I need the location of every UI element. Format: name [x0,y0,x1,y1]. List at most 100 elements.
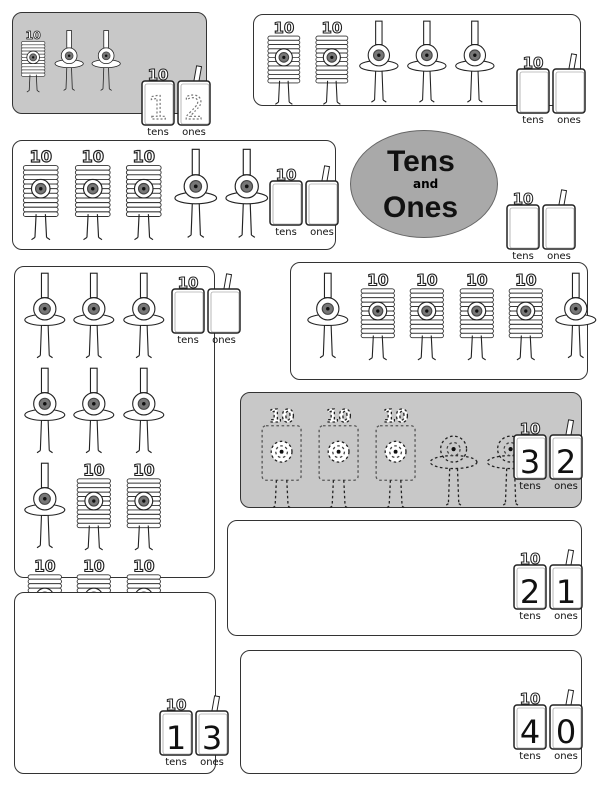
figure-group: 10 10 10 [255,405,537,511]
svg-text:10: 10 [520,550,541,568]
ten-character-icon: 10 [126,461,161,551]
svg-text:1: 1 [556,573,576,611]
ones-label: ones [554,481,578,492]
tens-answer-box[interactable]: 103 [513,419,547,481]
ten-character-icon: 10 [21,29,46,93]
tens-answer-box[interactable]: 104 [513,689,547,751]
ones-label: ones [200,757,224,768]
tens-label: tens [519,751,541,762]
svg-text:10: 10 [273,19,294,37]
svg-text:10: 10 [133,462,155,480]
tens-label: tens [165,757,187,768]
tens-answer-box[interactable]: 10 [516,53,550,115]
svg-text:10: 10 [321,19,342,37]
one-character-icon [54,30,85,91]
title-ones: Ones [383,191,459,224]
ten-character-icon: 10 [459,271,494,361]
tens-label: tens [147,127,169,138]
svg-text:10: 10 [367,271,389,289]
one-character-icon [23,272,65,359]
svg-text:10: 10 [416,271,438,289]
one-character-icon [307,272,349,359]
one-character-icon [23,463,65,549]
ones-label: ones [182,127,206,138]
one-character-icon [429,435,478,507]
one-character-icon [454,20,495,103]
one-character-icon [359,20,399,103]
tens-answer-box[interactable]: 102 [513,549,547,611]
ones-answer-box[interactable] [542,189,576,251]
tens-answer-box[interactable]: 101 [159,695,193,757]
svg-text:10: 10 [148,66,169,84]
svg-text:10: 10 [466,271,488,289]
tens-answer-box[interactable]: 10 [506,189,540,251]
ones-answer-box[interactable]: 2 [177,65,211,127]
svg-text:10: 10 [326,406,351,427]
ones-slot: ones [552,53,586,126]
ones-slot: ones [542,189,576,262]
svg-text:10: 10 [513,190,534,208]
one-character-icon [91,30,121,91]
ones-answer-box[interactable]: 2 [549,419,583,481]
ones-label: ones [554,611,578,622]
ones-label: ones [547,251,571,262]
tens-answer-box[interactable]: 10 [171,273,205,335]
one-character-icon [23,367,65,454]
svg-text:10: 10 [83,557,105,575]
ones-answer-box[interactable]: 3 [195,695,229,757]
ten-character-icon: 10 [375,405,417,510]
ones-answer-box[interactable] [207,273,241,335]
ones-slot: ones [207,273,241,346]
tens-answer-box[interactable]: 10 [269,165,303,227]
ten-character-icon: 10 [318,405,359,510]
svg-text:0: 0 [556,713,576,751]
title-and: and [413,177,439,191]
one-character-icon [73,272,115,359]
svg-text:10: 10 [25,29,41,42]
one-character-icon [407,20,447,103]
svg-text:10: 10 [269,406,294,427]
ones-answer-box[interactable]: 0 [549,689,583,751]
figure-group: 10 10 10 10 [305,271,599,362]
svg-text:2: 2 [184,89,204,127]
ones-answer-box[interactable] [552,53,586,115]
one-character-icon [555,272,597,359]
one-character-icon [173,148,217,238]
svg-text:10: 10 [383,406,408,427]
ones-answer-box[interactable]: 1 [549,549,583,611]
ten-character-icon: 10 [267,19,301,105]
ones-label: ones [310,227,334,238]
tens-label: tens [519,481,541,492]
tens-label: tens [275,227,297,238]
tens-answer-box[interactable]: 101 [141,65,175,127]
ones-answer-box[interactable] [305,165,339,227]
ten-character-icon: 10 [74,147,111,241]
one-character-icon [123,272,165,359]
svg-text:10: 10 [515,271,537,289]
